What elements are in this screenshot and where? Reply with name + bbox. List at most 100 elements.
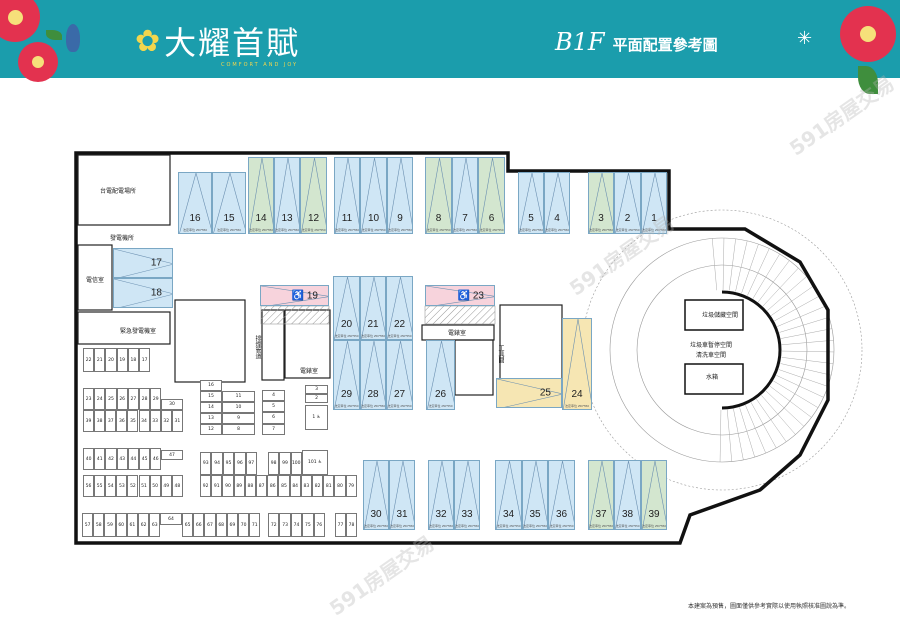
stall-diagonal [114, 279, 172, 307]
motorcycle-stall: 8 [222, 424, 255, 435]
stall-diagonal [301, 158, 326, 233]
stall-number: 10 [367, 213, 380, 224]
stall-number: 35 [529, 509, 541, 520]
stall-spec: 法定車位 250*550 [589, 524, 614, 528]
stall-spec: 法定車位 250*550 [216, 228, 241, 232]
stall-spec: 法定車位 250*550 [429, 524, 454, 528]
stall-number: 6 [488, 213, 495, 224]
motorcycle-stall: 54 [105, 475, 117, 497]
motorcycle-stall: 87 [256, 475, 268, 497]
stall-spec: 法定車位 250*550 [589, 228, 614, 232]
motorcycle-stall: 23 [83, 388, 95, 410]
stall-spec: 法定車位 250*550 [275, 228, 300, 232]
motorcycle-stall: 24 [94, 388, 106, 410]
stall-spec: 法定車位 250*550 [564, 404, 589, 408]
stall-number: 1 [651, 213, 657, 224]
stall-diagonal [426, 158, 451, 233]
motorcycle-stall: 62 [138, 513, 150, 537]
room-garbage-truck: 垃圾車暫停空間 [690, 342, 733, 349]
stall-diagonal [642, 461, 666, 529]
room-tools: 工具間 [497, 345, 504, 363]
stall-number: 25 [539, 387, 551, 399]
car-stall: 24 法定車位 250*550 [562, 318, 592, 410]
car-stall: 18法定車位 250*550 [113, 278, 173, 308]
motorcycle-stall: 12 [200, 424, 222, 435]
motorcycle-stall: 57 [82, 513, 94, 537]
motorcycle-stall: 59 [104, 513, 116, 537]
stall-spec: 法定車位 250*550 [182, 228, 207, 232]
stall-diagonal [615, 461, 640, 529]
stall-diagonal [427, 341, 454, 409]
stall-number: 34 [502, 509, 515, 520]
stall-diagonal [335, 158, 359, 233]
motorcycle-stall: 49 [160, 475, 172, 497]
motorcycle-stall: 18 [127, 348, 139, 372]
motorcycle-stall: 44 [127, 448, 139, 470]
motorcycle-stall: 9 [222, 413, 255, 424]
stall-spec: 法定車位 250*550 [523, 524, 548, 528]
sparkle-icon: ✳ [797, 28, 813, 49]
motorcycle-stall: 55 [94, 475, 106, 497]
motorcycle-stall: 52 [127, 475, 139, 497]
stall-diagonal [479, 158, 504, 233]
stall-number: 24 [571, 389, 583, 400]
bird-icon [66, 24, 80, 52]
car-stall: 17法定車位 250*550 [113, 248, 173, 278]
stall-number: 3 [598, 213, 604, 224]
motorcycle-stall: 45 [139, 448, 151, 470]
camellia-flower-icon [18, 42, 58, 82]
stall-spec: 法定車位 250*550 [301, 228, 326, 232]
motorcycle-stall: 40 [83, 448, 95, 470]
motorcycle-stall: 47 [161, 450, 183, 460]
stall-number: 14 [255, 213, 267, 224]
stall-number: 38 [621, 509, 634, 520]
stall-diagonal [496, 461, 521, 529]
stall-spec: 法定車位 250*550 [390, 524, 415, 528]
motorcycle-stall: 99 [279, 452, 291, 475]
motorcycle-stall: 63 [149, 513, 161, 537]
stall-number: 12 [307, 213, 320, 224]
stall-number: 7 [462, 213, 468, 224]
stall-diagonal [563, 319, 591, 409]
motorcycle-stall: 74 [290, 513, 303, 537]
stall-diagonal [213, 173, 245, 233]
brand-name: 大耀首賦 [164, 24, 301, 62]
motorcycle-stall: 20 [105, 348, 117, 372]
motorcycle-stall: 101 ♿ [302, 450, 328, 475]
motorcycle-stall: 4 [262, 390, 285, 402]
stall-spec: 法定車位 250*550 [361, 404, 386, 408]
motorcycle-stall: 3 [305, 385, 328, 394]
motorcycle-stall: 38 [94, 410, 106, 432]
motorcycle-stall: 90 [222, 475, 234, 497]
motorcycle-stall: 16 [200, 380, 222, 391]
room-water-tank: 水箱 [706, 374, 719, 381]
stall-diagonal [453, 158, 477, 233]
stall-diagonal [275, 158, 299, 233]
car-stall: 12 法定車位 250*550 [300, 157, 327, 234]
stall-spec: 法定車位 250*550 [388, 228, 413, 232]
motorcycle-stall: 76 [313, 513, 325, 537]
motorcycle-stall: 84 [289, 475, 301, 497]
stall-spec: 法定車位 250*550 [426, 228, 451, 232]
stall-spec: 法定車位 250*550 [519, 228, 544, 232]
motorcycle-stall: 28 [139, 388, 151, 410]
motorcycle-stall: 86 [267, 475, 279, 497]
motorcycle-stall: 1 ♿ [305, 405, 328, 430]
motorcycle-stall: 75 [302, 513, 314, 537]
room-meter-2: 電錶室 [448, 330, 467, 337]
motorcycle-stall: 48 [171, 475, 183, 497]
stall-spec: 法定車位 250*550 [387, 404, 412, 408]
motorcycle-stall: 71 [249, 513, 261, 537]
stall-number: 11 [341, 213, 353, 224]
stall-diagonal [387, 277, 412, 339]
motorcycle-stall: 64 [160, 513, 182, 525]
